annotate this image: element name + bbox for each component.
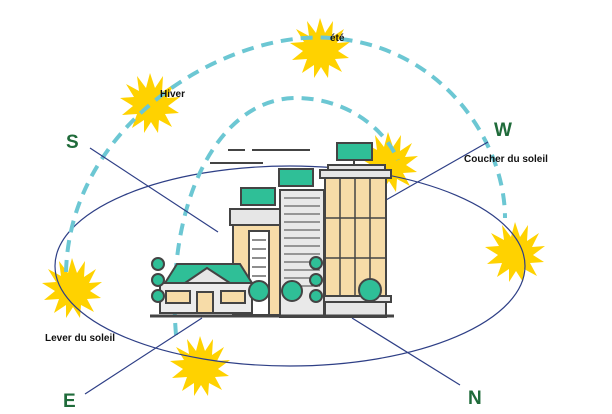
summer-sun-path <box>64 35 507 273</box>
label-summer: été <box>330 33 345 44</box>
winter-sun-path <box>172 95 400 336</box>
sun-summer-icon <box>290 18 350 78</box>
sun-west-icon <box>485 222 545 282</box>
wind-lines <box>210 149 310 164</box>
direction-south: S <box>66 132 79 153</box>
label-sunset: Coucher du soleil <box>464 154 548 165</box>
horizon-ellipse <box>54 165 526 367</box>
south-line <box>89 147 219 233</box>
label-winter: Hiver <box>160 89 185 100</box>
trees-icon <box>151 256 382 303</box>
solar-panel-icon <box>240 187 276 206</box>
solar-panel-icon <box>278 168 314 187</box>
label-sunrise: Lever du soleil <box>45 333 115 344</box>
east-line <box>84 317 203 395</box>
direction-west: W <box>494 120 512 141</box>
city-buildings <box>150 142 394 318</box>
direction-east: E <box>63 391 76 412</box>
west-line <box>385 141 489 201</box>
sun-sunrise-icon <box>42 258 102 318</box>
solar-panel-icon <box>336 142 373 161</box>
north-line <box>351 317 461 386</box>
sun-bottom-icon <box>170 336 230 396</box>
direction-north: N <box>468 388 482 409</box>
